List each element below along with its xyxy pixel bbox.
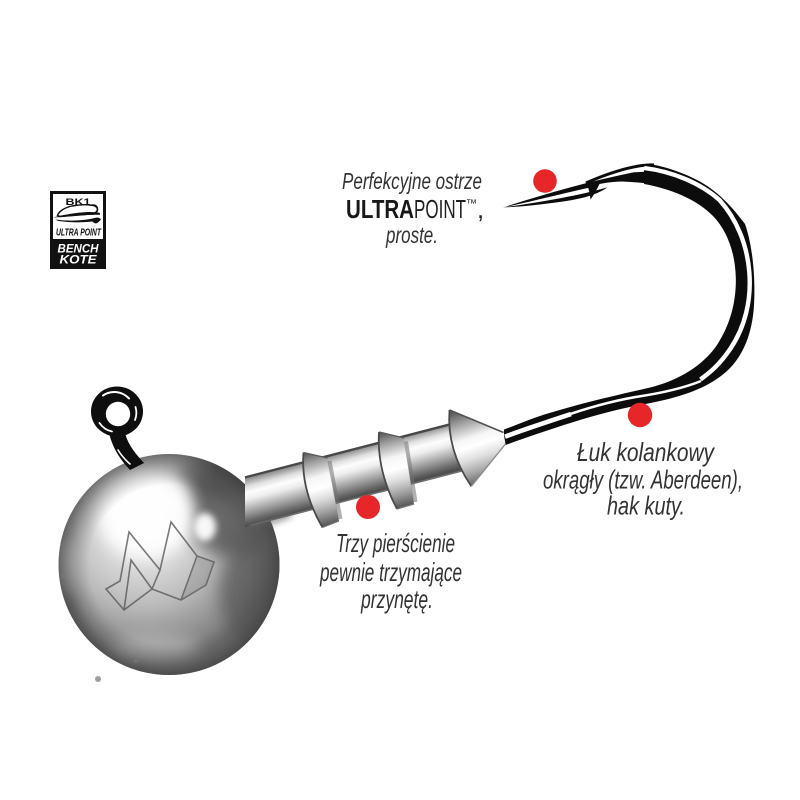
- svg-text:ULTRA: ULTRA: [346, 196, 414, 224]
- svg-text:BK1: BK1: [66, 197, 92, 208]
- svg-text:pewnie trzymające: pewnie trzymające: [319, 557, 462, 587]
- svg-text:hak kuty.: hak kuty.: [607, 491, 685, 521]
- svg-text:Perfekcyjne ostrze: Perfekcyjne ostrze: [342, 168, 482, 194]
- svg-text:okrągły (tzw. Aberdeen),: okrągły (tzw. Aberdeen),: [543, 465, 743, 495]
- svg-text:proste.: proste.: [385, 222, 438, 248]
- svg-text:ULTRA POINT: ULTRA POINT: [56, 228, 102, 239]
- svg-text:,: ,: [477, 196, 484, 224]
- svg-text:BENCH: BENCH: [58, 244, 100, 256]
- svg-text:KOTE: KOTE: [60, 255, 97, 267]
- svg-text:Łuk kolankowy: Łuk kolankowy: [577, 437, 716, 467]
- svg-text:Trzy pierścienie: Trzy pierścienie: [336, 528, 455, 558]
- svg-text:przynętę.: przynętę.: [360, 584, 433, 614]
- svg-text:™: ™: [466, 198, 477, 210]
- svg-text:POINT: POINT: [414, 196, 466, 224]
